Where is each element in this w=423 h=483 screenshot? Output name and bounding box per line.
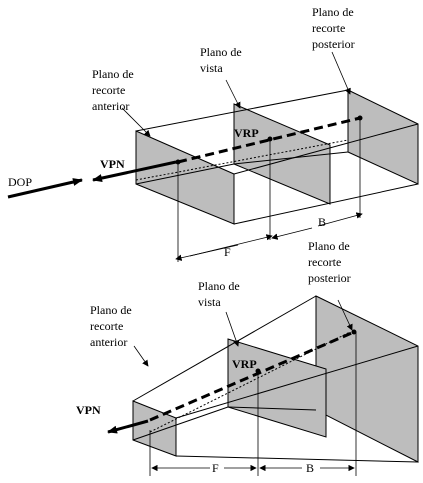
top-back-plane-label: Plano de recorte posterior: [312, 5, 357, 51]
top-back-leader: [331, 51, 351, 95]
bottom-view-plane-label: Plano de vista: [198, 279, 243, 309]
top-back-plane: [347, 89, 419, 185]
bottom-front-leader: [133, 345, 149, 367]
bottom-view-leader: [225, 311, 240, 347]
bottom-vrp-label: VRP: [232, 357, 257, 371]
top-front-plane-label: Plano de recorte anterior: [92, 67, 137, 113]
bottom-f-label: F: [212, 461, 219, 475]
top-front-leader: [121, 107, 151, 137]
top-b-label: B: [318, 215, 326, 229]
top-front-plane: [135, 130, 235, 225]
bottom-center-axis: [149, 331, 351, 433]
perspective-view-volume: Plano de recorte posterior Plano de vist…: [76, 239, 419, 476]
top-vrp-label: VRP: [234, 126, 259, 140]
bottom-back-leader: [337, 299, 353, 331]
top-view-plane-label: Plano de vista: [200, 45, 245, 75]
top-f-label: F: [224, 245, 231, 259]
bottom-dashed-line: [149, 330, 355, 422]
top-dop-label: DOP: [8, 175, 32, 189]
top-view-plane: [233, 103, 331, 205]
top-b-arrow-left: [271, 227, 313, 240]
top-dashed-line: [177, 116, 361, 164]
top-vpn-arrow: [92, 160, 177, 183]
bottom-front-plane: [132, 400, 177, 457]
parallel-view-volume: Plano de recorte posterior Plano de vist…: [7, 5, 419, 262]
top-b-arrow-right: [317, 212, 363, 227]
bottom-b-label: B: [306, 461, 314, 475]
bottom-back-plane: [315, 295, 419, 463]
top-vpn-label: VPN: [100, 157, 125, 171]
bottom-back-point: [351, 329, 357, 335]
bottom-front-plane-label: Plano de recorte anterior: [90, 303, 135, 349]
bottom-frustum-edges: [132, 295, 419, 463]
bottom-vpn-arrow: [107, 419, 149, 434]
bottom-back-plane-label: Plano de recorte posterior: [308, 239, 353, 285]
top-dop-arrow: [7, 178, 83, 199]
top-box-edges: [135, 89, 419, 225]
top-view-leader: [225, 79, 241, 109]
bottom-vpn-label: VPN: [76, 403, 101, 417]
top-f-arrow-left: [175, 244, 239, 261]
